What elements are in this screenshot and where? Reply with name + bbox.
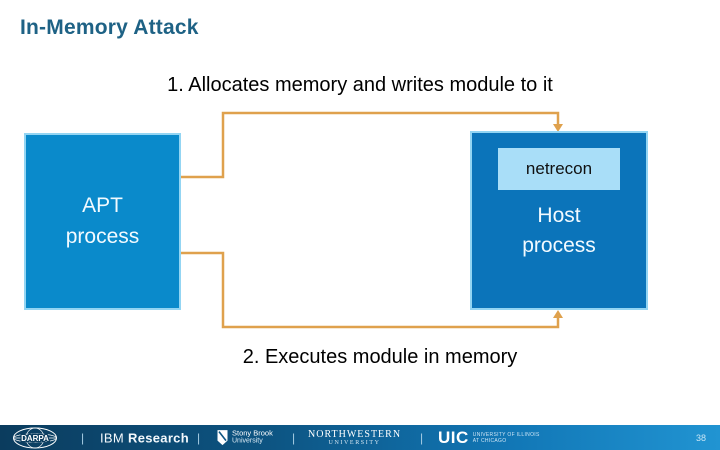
uic-line1: UNIVERSITY OF ILLINOIS: [472, 431, 540, 438]
stony-brook-line2: University: [232, 437, 263, 445]
footer-separator: |: [197, 430, 201, 445]
host-label-line1: Host: [537, 204, 581, 227]
footer-separator: |: [81, 430, 85, 445]
apt-process-box: APT process: [24, 133, 181, 310]
apt-label-line1: APT: [82, 194, 123, 218]
northwestern-line2: UNIVERSITY: [328, 439, 381, 446]
darpa-wordmark: DARPA: [21, 433, 49, 442]
uic-logo: UIC UNIVERSITY OF ILLINOIS AT CHICAGO: [438, 428, 540, 448]
uic-subtitle: UNIVERSITY OF ILLINOIS AT CHICAGO: [473, 432, 540, 444]
stony-brook-shield-icon: [217, 429, 228, 445]
apt-process-label: APT process: [66, 191, 140, 252]
ibm-wordmark: IBM: [100, 430, 125, 445]
uic-wordmark: UIC: [438, 427, 469, 447]
page-number: 38: [695, 432, 706, 443]
step-1-text: 1. Allocates memory and writes module to…: [167, 74, 553, 96]
netrecon-module-chip: netrecon: [498, 148, 620, 190]
host-process-label: Host process: [522, 201, 596, 262]
stony-brook-line1: Stony Brook: [232, 428, 273, 438]
step-2-text: 2. Executes module in memory: [242, 346, 518, 368]
footer-separator: |: [292, 430, 296, 445]
host-process-box: netrecon Host process: [470, 131, 648, 310]
footer-separator: |: [420, 430, 424, 445]
northwestern-logo: NORTHWESTERN UNIVERSITY: [308, 429, 401, 447]
netrecon-module-label: netrecon: [525, 159, 593, 178]
host-label-line2: process: [522, 234, 596, 258]
footer-bar: DARPA | IBM Research | Stony Brook Unive…: [0, 425, 720, 450]
stony-brook-wordmark: Stony Brook University: [232, 429, 273, 446]
slide-title: In-Memory Attack: [20, 16, 199, 39]
ibm-research-logo: IBM Research: [100, 430, 189, 445]
stony-brook-logo: Stony Brook University: [217, 429, 273, 446]
northwestern-line1: NORTHWESTERN: [308, 428, 402, 440]
uic-line2: AT CHICAGO: [472, 437, 507, 444]
ibm-research-wordmark: Research: [128, 430, 189, 445]
apt-label-line2: process: [65, 224, 140, 248]
darpa-logo: DARPA: [12, 427, 58, 449]
darpa-globe-icon: DARPA: [13, 427, 57, 448]
